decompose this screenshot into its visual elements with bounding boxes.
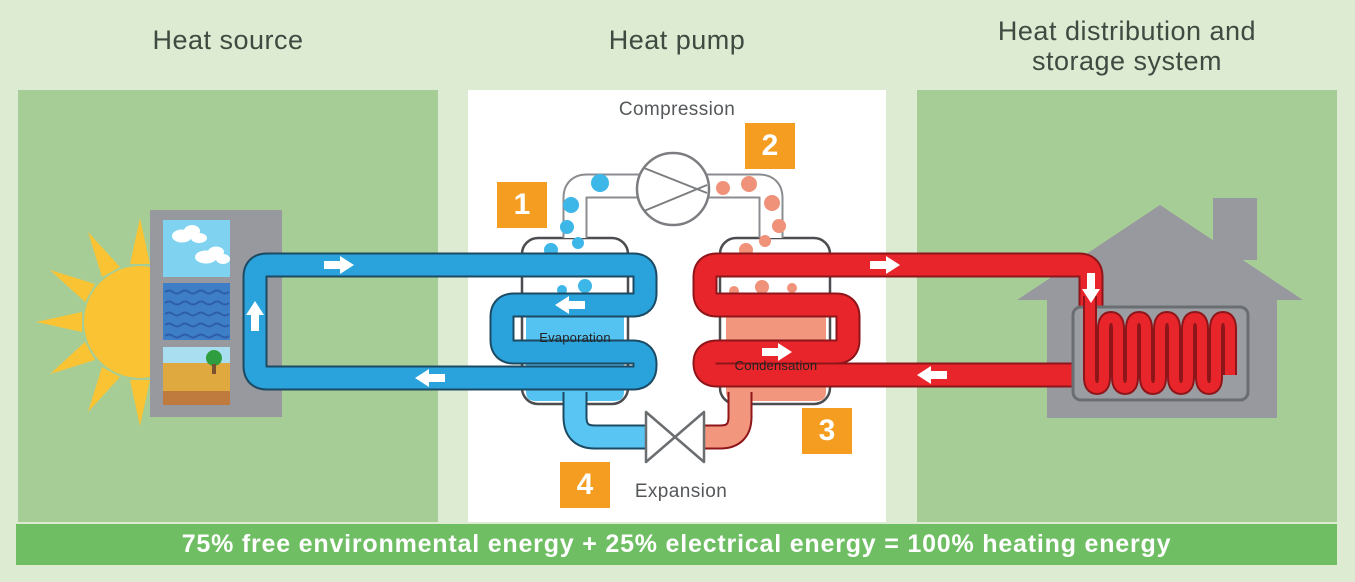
water-source-tile [163,283,230,340]
condensation-label: Condensation [734,358,818,373]
step-badge-1: 1 [497,182,547,228]
cold-pipe-loop [242,252,658,391]
heading-heat-distribution: Heat distribution and storage system [937,16,1317,76]
expansion-valve-icon [644,410,706,464]
tree-icon [206,350,222,366]
ground-source-tile [163,347,230,405]
heading-heat-source: Heat source [152,25,304,55]
compression-label: Compression [618,99,736,120]
evaporation-label: Evaporation [539,330,611,345]
refrigerant-pipe-cold [562,392,648,450]
radiator-icon [1071,296,1250,402]
energy-equation-banner: 75% free environmental energy + 25% elec… [16,524,1337,565]
compressor-icon [635,151,711,227]
heading-heat-distribution-line1: Heat distribution and [997,16,1257,46]
air-source-tile [163,220,230,277]
expansion-label: Expansion [634,481,728,502]
step-badge-3: 3 [802,408,852,454]
heading-heat-pump: Heat pump [608,25,746,55]
step-badge-4: 4 [560,462,610,508]
collector-panel [150,210,282,417]
heading-heat-distribution-line2: storage system [1031,46,1223,76]
cold-vapor-droplets [560,174,609,249]
step-badge-2: 2 [745,123,795,169]
hot-vapor-droplets [716,176,786,247]
refrigerant-pipe-hot [702,392,753,450]
hot-pipe-loop [692,252,1104,388]
